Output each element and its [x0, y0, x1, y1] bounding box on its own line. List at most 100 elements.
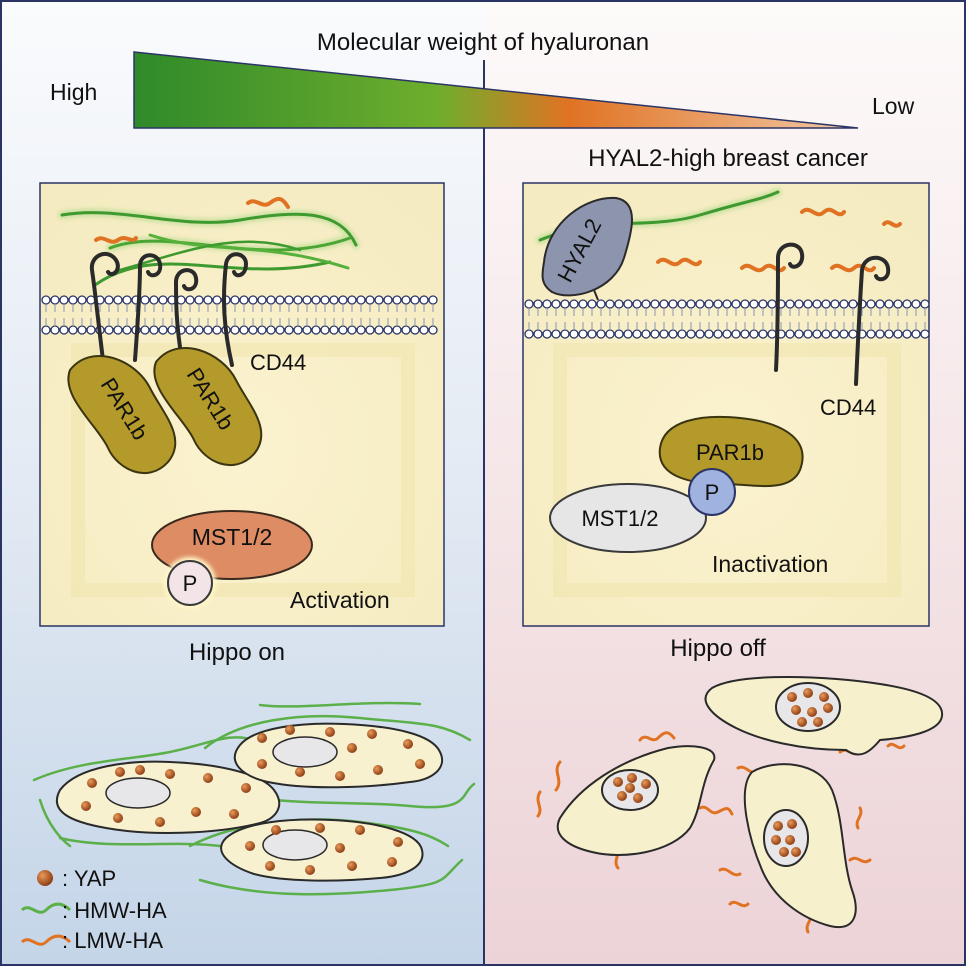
gradient-title: Molecular weight of hyaluronan	[317, 29, 649, 56]
yap-dot	[115, 767, 125, 777]
lipid-head	[533, 329, 543, 339]
lipid-head	[212, 295, 222, 305]
yap-dot	[373, 765, 383, 775]
lipid-head	[113, 295, 123, 305]
lipid-head	[677, 299, 687, 309]
left-cd44-label: CD44	[250, 350, 306, 375]
legend-item-yap: : YAP	[37, 866, 116, 891]
lipid-head	[77, 325, 87, 335]
yap-dot	[415, 759, 425, 769]
lipid-head	[596, 329, 606, 339]
lipid-head	[812, 299, 822, 309]
lipid-head	[302, 325, 312, 335]
lipid-head	[374, 295, 384, 305]
lipid-head	[686, 299, 696, 309]
lipid-head	[410, 295, 420, 305]
hyal2-enzyme: HYAL2	[541, 196, 633, 301]
right-panel-title: HYAL2-high breast cancer	[588, 145, 868, 172]
lipid-head	[266, 325, 276, 335]
lipid-head	[239, 325, 249, 335]
lipid-head	[830, 299, 840, 309]
lipid-head	[695, 299, 705, 309]
lipid-head	[722, 329, 732, 339]
lipid-head	[875, 299, 885, 309]
yap-dot	[785, 835, 795, 845]
lipid-head	[659, 299, 669, 309]
lipid-head	[320, 325, 330, 335]
lipid-head	[749, 299, 759, 309]
yap-dot	[819, 692, 829, 702]
lipid-head	[365, 295, 375, 305]
lipid-head	[59, 295, 69, 305]
lipid-head	[875, 329, 885, 339]
yap-dot	[155, 817, 165, 827]
lipid-head	[551, 299, 561, 309]
yap-dot	[257, 759, 267, 769]
right-par1b: PAR1b	[658, 415, 804, 487]
lipid-head	[329, 295, 339, 305]
lipid-head	[311, 295, 321, 305]
lipid-head	[641, 299, 651, 309]
lipid-head	[275, 295, 285, 305]
lipid-head	[587, 299, 597, 309]
lipid-head	[68, 325, 78, 335]
lipid-head	[767, 329, 777, 339]
legend-item-lmw-ha: : LMW-HA	[20, 928, 163, 953]
yap-dot	[315, 823, 325, 833]
yap-dot	[823, 703, 833, 713]
lipid-head	[239, 295, 249, 305]
yap-dot-icon	[37, 870, 53, 886]
lipid-head	[104, 325, 114, 335]
lipid-head	[551, 329, 561, 339]
lipid-head	[821, 299, 831, 309]
lipid-head	[560, 329, 570, 339]
lipid-head	[830, 329, 840, 339]
yap-dot	[771, 835, 781, 845]
lipid-head	[542, 329, 552, 339]
left-cell-cluster	[32, 701, 476, 896]
yap-dot	[257, 733, 267, 743]
lipid-head	[605, 299, 615, 309]
lipid-head	[632, 299, 642, 309]
lipid-head	[185, 325, 195, 335]
hippo-off-caption: Hippo off	[670, 635, 766, 662]
lipid-head	[569, 299, 579, 309]
yap-dot	[285, 725, 295, 735]
lipid-head	[686, 329, 696, 339]
lipid-head	[293, 295, 303, 305]
lipid-head	[596, 299, 606, 309]
lipid-head	[401, 325, 411, 335]
lipid-head	[911, 299, 921, 309]
yap-dot	[347, 861, 357, 871]
yap-dot	[813, 717, 823, 727]
lipid-head	[677, 329, 687, 339]
lipid-head	[284, 295, 294, 305]
yap-dot	[393, 837, 403, 847]
lipid-head	[86, 325, 96, 335]
lipid-head	[731, 299, 741, 309]
lipid-head	[767, 299, 777, 309]
yap-dot	[403, 739, 413, 749]
lipid-head	[410, 325, 420, 335]
lipid-head	[866, 329, 876, 339]
yap-dot	[613, 777, 623, 787]
lipid-head	[542, 299, 552, 309]
yap-dot	[633, 793, 643, 803]
yap-dot	[787, 692, 797, 702]
lipid-head	[803, 299, 813, 309]
lipid-head	[758, 299, 768, 309]
right-yap-dots	[613, 688, 833, 857]
lipid-head	[266, 295, 276, 305]
lipid-head	[884, 299, 894, 309]
right-cd44-receptors	[774, 242, 891, 386]
lipid-head	[59, 325, 69, 335]
yap-dot	[791, 705, 801, 715]
yap-dot	[245, 841, 255, 851]
legend: : YAP : HMW-HA : LMW-HA	[20, 866, 167, 953]
right-p-label: P	[705, 480, 720, 505]
lipid-head	[41, 325, 51, 335]
lipid-head	[524, 299, 534, 309]
left-lmw-ha-fragments	[94, 196, 290, 244]
lipid-head	[428, 295, 438, 305]
